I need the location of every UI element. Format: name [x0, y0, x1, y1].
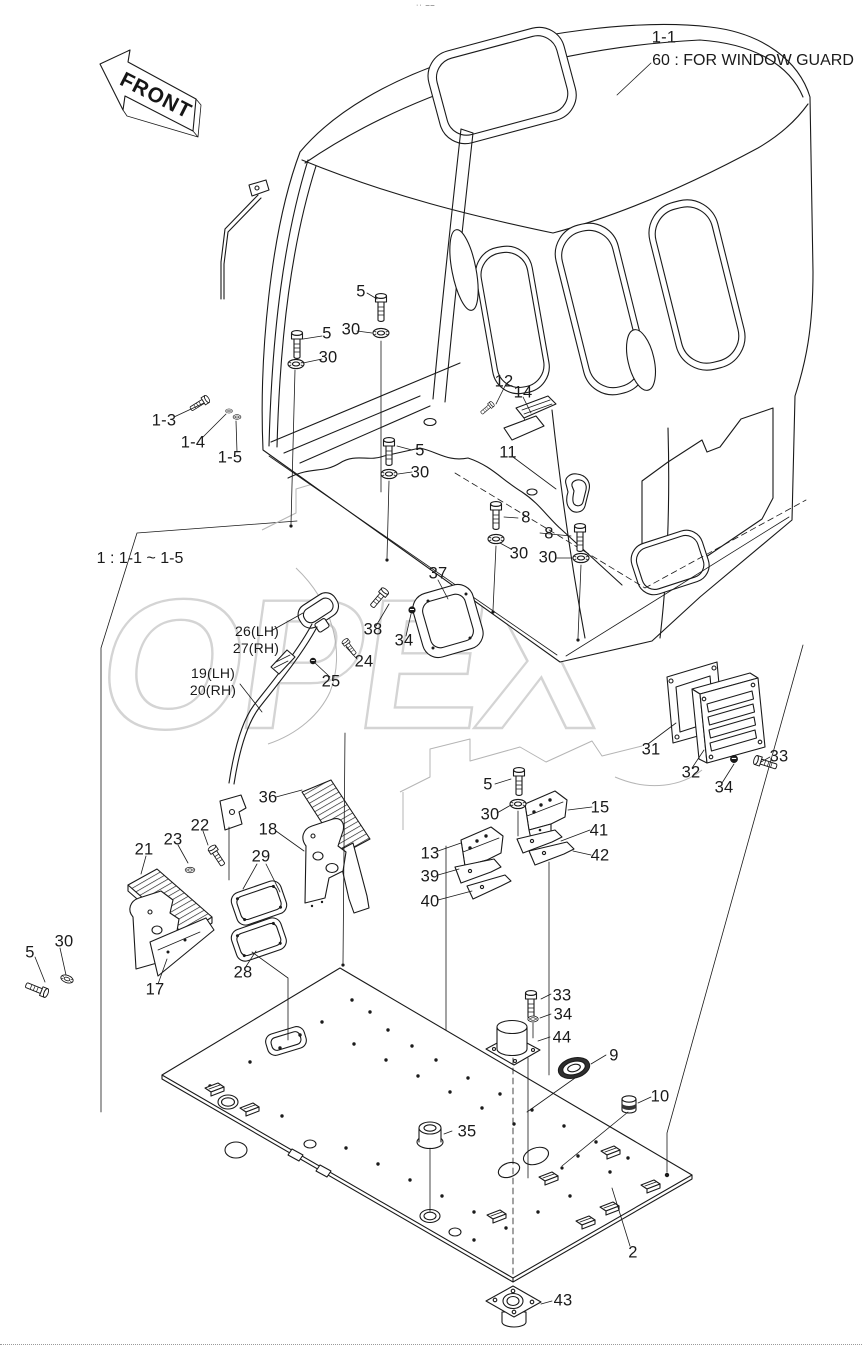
- cab-line-art: [220, 24, 814, 663]
- flange-43: [485, 1285, 542, 1328]
- door-window: [475, 245, 550, 395]
- window-frame-37: [412, 583, 484, 659]
- side-windows: [554, 199, 746, 396]
- wiper-arm: [220, 179, 270, 300]
- lever-assembly: [219, 592, 340, 831]
- front-arrow: FRONT: [99, 49, 202, 138]
- cap-10: [621, 1095, 637, 1114]
- leader-lines: [34, 62, 771, 1305]
- latch-parts-11-12-14: [479, 395, 557, 441]
- grab-handle: [565, 473, 590, 513]
- construction-lines: [228, 340, 804, 1277]
- vent-assembly: [666, 661, 766, 764]
- detail-boundary: [100, 520, 298, 1113]
- roof-skylight: [427, 26, 577, 145]
- boot-44: [485, 1019, 541, 1066]
- grommet-35: [416, 1121, 444, 1150]
- pedal-assemblies: [127, 779, 575, 977]
- grommet-9: [557, 1056, 591, 1080]
- print-artifact: ·· ‒‒: [416, 2, 436, 9]
